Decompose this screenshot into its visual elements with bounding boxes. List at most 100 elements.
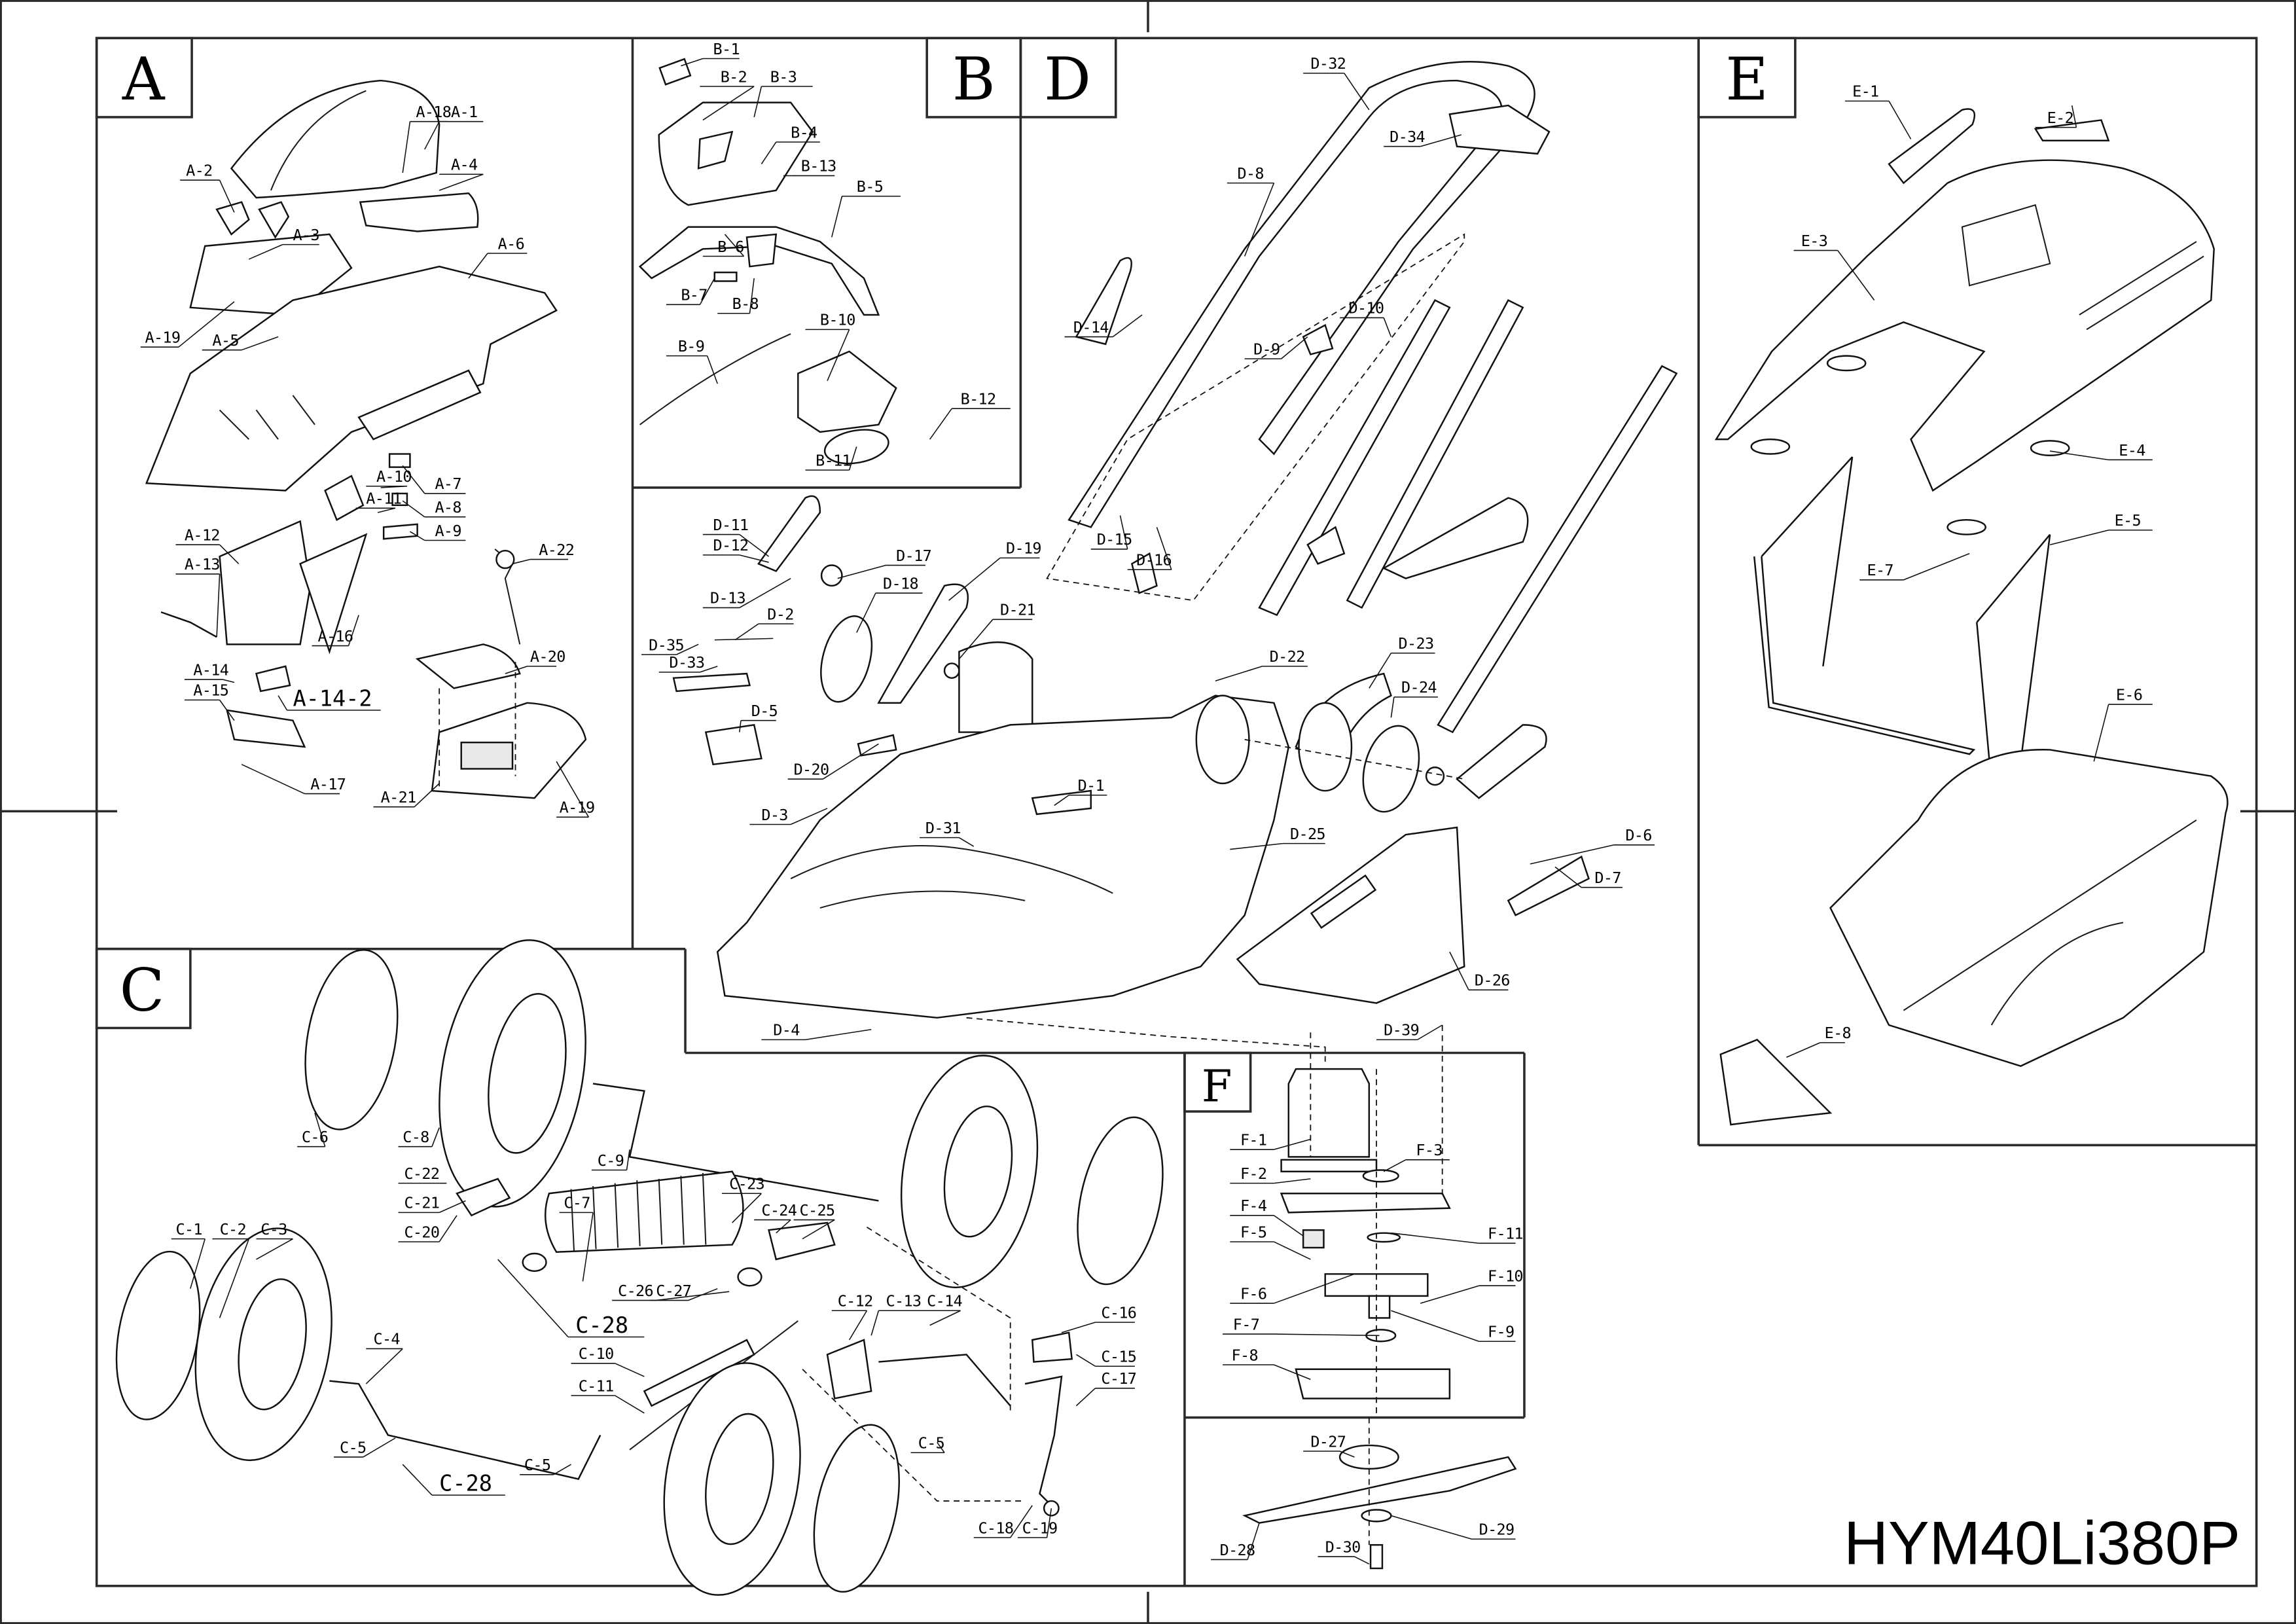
rear-flap-part	[1236, 826, 1465, 1004]
callout-A-1: A-2	[180, 161, 235, 213]
leader-line	[776, 1219, 791, 1234]
grass-bag-part	[1829, 749, 2229, 1067]
leader-line	[1273, 1215, 1304, 1236]
part-label: A-18	[416, 103, 451, 121]
switch-base-part	[797, 350, 897, 433]
part-label: F-8	[1232, 1346, 1258, 1364]
leader-line	[1274, 1178, 1311, 1184]
callout-D-23: D-24	[1390, 678, 1438, 718]
part-label: D-8	[1237, 164, 1263, 183]
callout-C-27: C-26	[612, 1282, 730, 1301]
button-cap-part	[658, 58, 692, 86]
part-label: F-3	[1416, 1141, 1442, 1159]
callout-A-20: A-19	[556, 761, 595, 818]
callout-C-2: C-3	[256, 1220, 293, 1260]
region-dividers	[95, 37, 2258, 1587]
part-label: D-4	[773, 1021, 800, 1039]
leader-line	[365, 1348, 403, 1384]
callout-E-7: E-8	[1786, 1024, 1852, 1058]
leader-line	[706, 355, 718, 384]
callout-A-2: A-3	[249, 226, 320, 260]
leader-line	[1281, 336, 1308, 359]
leader-line	[241, 764, 305, 795]
callout-D-5: D-6	[1530, 826, 1655, 865]
leader-line	[1247, 1523, 1260, 1560]
rear-axle-part	[592, 1083, 879, 1202]
part-label: D-9	[1253, 340, 1280, 358]
part-label: D-5	[751, 702, 778, 720]
callout-B-4: B-5	[831, 177, 901, 238]
part-label: A-13	[185, 555, 220, 573]
leader-line	[626, 1149, 630, 1170]
leader-line	[402, 1464, 433, 1496]
leader-line	[802, 1219, 835, 1240]
part-label: D-10	[1349, 299, 1384, 317]
callout-C-24: C-23	[721, 1175, 765, 1223]
leader-line	[848, 1310, 868, 1341]
part-label: C-13	[886, 1292, 922, 1310]
leader-line	[431, 1127, 440, 1147]
roller-bracket-right-part	[768, 1221, 836, 1261]
section-A-header: A	[95, 37, 193, 118]
callout-A-0: A-1	[424, 103, 484, 150]
part-label: F-7	[1233, 1315, 1259, 1333]
part-label: C-18	[978, 1519, 1013, 1537]
part-label: F-10	[1488, 1267, 1523, 1286]
mid-handle-left-part	[1258, 298, 1451, 617]
leader-line	[615, 1363, 645, 1377]
callout-C-10: C-9	[591, 1149, 630, 1171]
callout-E-1: E-2	[2035, 105, 2077, 128]
part-label: A-7	[435, 475, 461, 493]
callout-A-22: A-21	[373, 783, 440, 808]
callout-D-33: D-34	[1384, 128, 1462, 147]
callout-C-0: C-1	[171, 1220, 206, 1289]
callout-D-25: D-26	[1449, 951, 1510, 991]
callout-A-23: A-22	[512, 541, 575, 565]
controller-module-part	[704, 724, 762, 766]
catcher-top-part	[1714, 159, 2215, 492]
quick-release-lever-part	[1075, 257, 1132, 346]
section-D-header: D	[1019, 37, 1117, 118]
leader-line	[216, 573, 221, 638]
leader-line	[848, 446, 857, 471]
callout-D-8: D-9	[1244, 336, 1308, 359]
height-adjust-bracket-part	[826, 1339, 872, 1399]
catcher-handle-part	[1888, 108, 1976, 185]
leader-line	[700, 666, 718, 673]
section-E-header: E	[1697, 37, 1797, 118]
part-label: C-21	[404, 1194, 439, 1212]
latch-left-part	[215, 201, 250, 236]
callout-B-7: B-8	[717, 278, 759, 314]
callout-F-10: F-11	[1391, 1225, 1524, 1244]
part-label: D-34	[1390, 128, 1425, 146]
leader-line	[1061, 1322, 1096, 1333]
part-label: C-19	[1022, 1519, 1058, 1537]
callout-D-10: D-11	[702, 516, 770, 557]
part-label: D-2	[767, 605, 793, 623]
callout-A-18: A-18	[402, 103, 452, 173]
callout-B-11: B-12	[929, 389, 1011, 440]
leader-line	[1903, 552, 1970, 581]
callout-B-2: B-3	[753, 67, 813, 118]
callout-E-3: E-4	[2050, 441, 2153, 461]
callout-D-34: D-35	[641, 636, 699, 655]
leader-line	[681, 58, 704, 67]
part-label: D-22	[1270, 647, 1305, 666]
catcher-lid-part	[2034, 119, 2110, 141]
gearbox-plate-part	[1280, 1193, 1451, 1214]
leader-line	[2093, 704, 2109, 762]
part-label: D-14	[1073, 318, 1109, 336]
lever-arm-part	[1024, 1375, 1063, 1512]
leader-line	[380, 485, 407, 488]
callout-C-13: C-12	[831, 1292, 873, 1341]
section-E-parts	[1714, 108, 2229, 1126]
callout-A-21: A-20	[505, 647, 565, 674]
part-label: C-28	[575, 1312, 628, 1338]
leader-line	[348, 615, 359, 646]
leader-line	[512, 558, 531, 565]
callout-A-13: A-14	[184, 660, 235, 683]
washer-part	[1361, 1509, 1392, 1523]
leader-line	[827, 329, 850, 381]
part-label: C-5	[340, 1438, 366, 1456]
callout-A-10: A-11	[355, 490, 402, 513]
